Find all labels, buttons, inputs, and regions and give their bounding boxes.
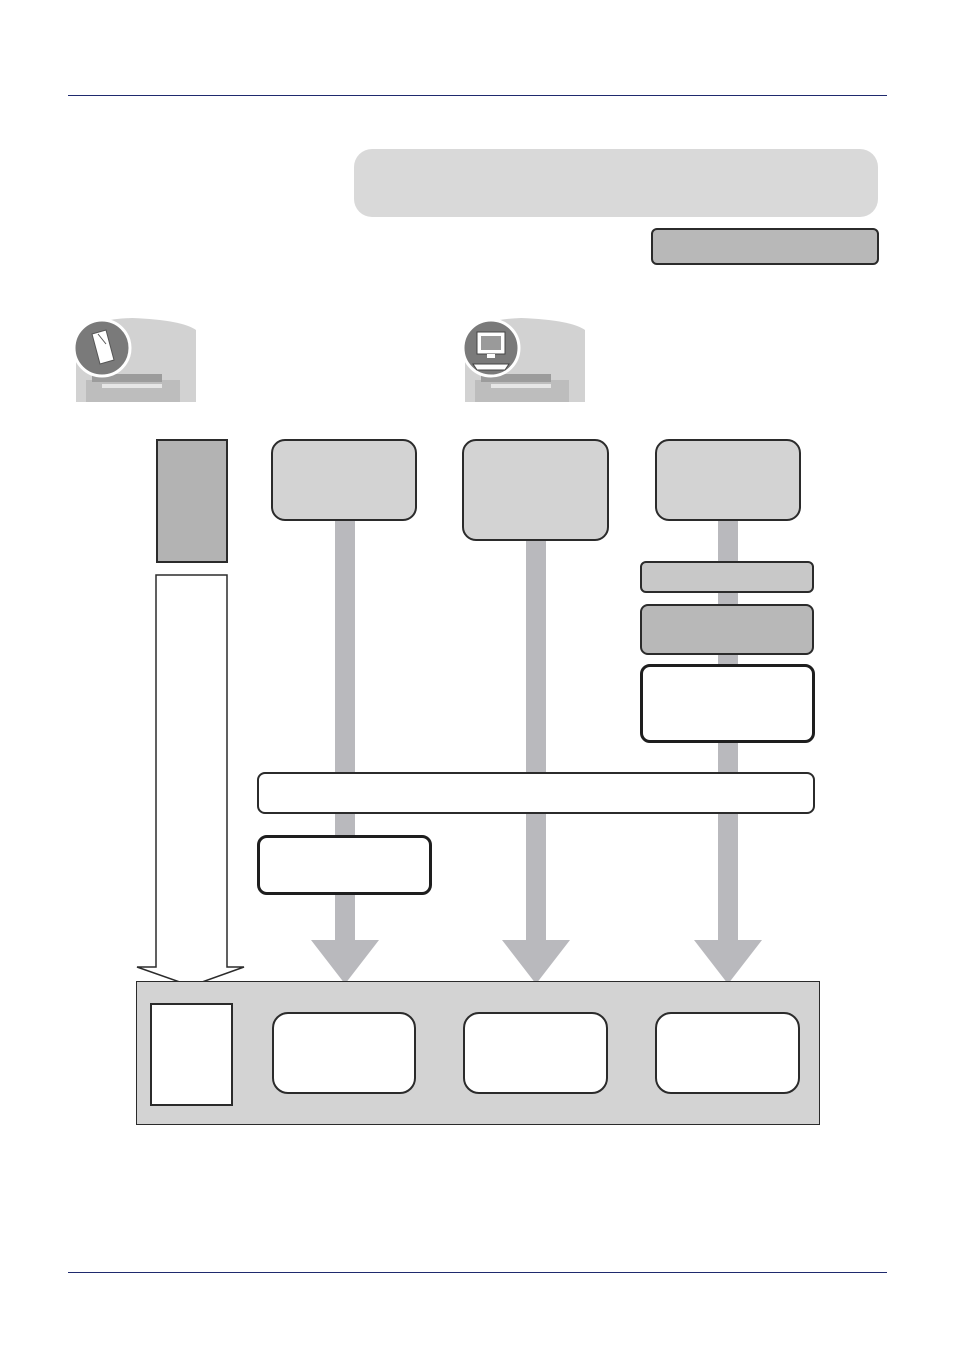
- column-1-arrowhead: [311, 940, 379, 984]
- column-3-step-2: [640, 604, 814, 655]
- column-1-top-box: [271, 439, 417, 521]
- left-hollow-arrow: [136, 574, 245, 987]
- left-column-block: [156, 439, 228, 563]
- top-rule: [68, 95, 887, 96]
- column-1-bottom-box: [272, 1012, 416, 1094]
- column-3-top-box: [655, 439, 801, 521]
- header-banner: [354, 149, 878, 217]
- shared-bar: [257, 772, 815, 814]
- column-2-shaft: [526, 538, 546, 942]
- column-3-step-1: [640, 561, 814, 593]
- printer-computer-icon: [461, 318, 585, 402]
- column-2-arrowhead: [502, 940, 570, 984]
- column-3-bottom-box: [655, 1012, 800, 1094]
- column-2-top-box: [462, 439, 609, 541]
- header-badge: [651, 228, 879, 265]
- destination-left-box: [150, 1003, 233, 1106]
- column-3-arrowhead: [694, 940, 762, 984]
- bottom-rule: [68, 1272, 887, 1273]
- column-3-step-3: [640, 664, 815, 743]
- printer-document-icon: [72, 318, 196, 402]
- column-1-extra-box: [257, 835, 432, 895]
- column-2-bottom-box: [463, 1012, 608, 1094]
